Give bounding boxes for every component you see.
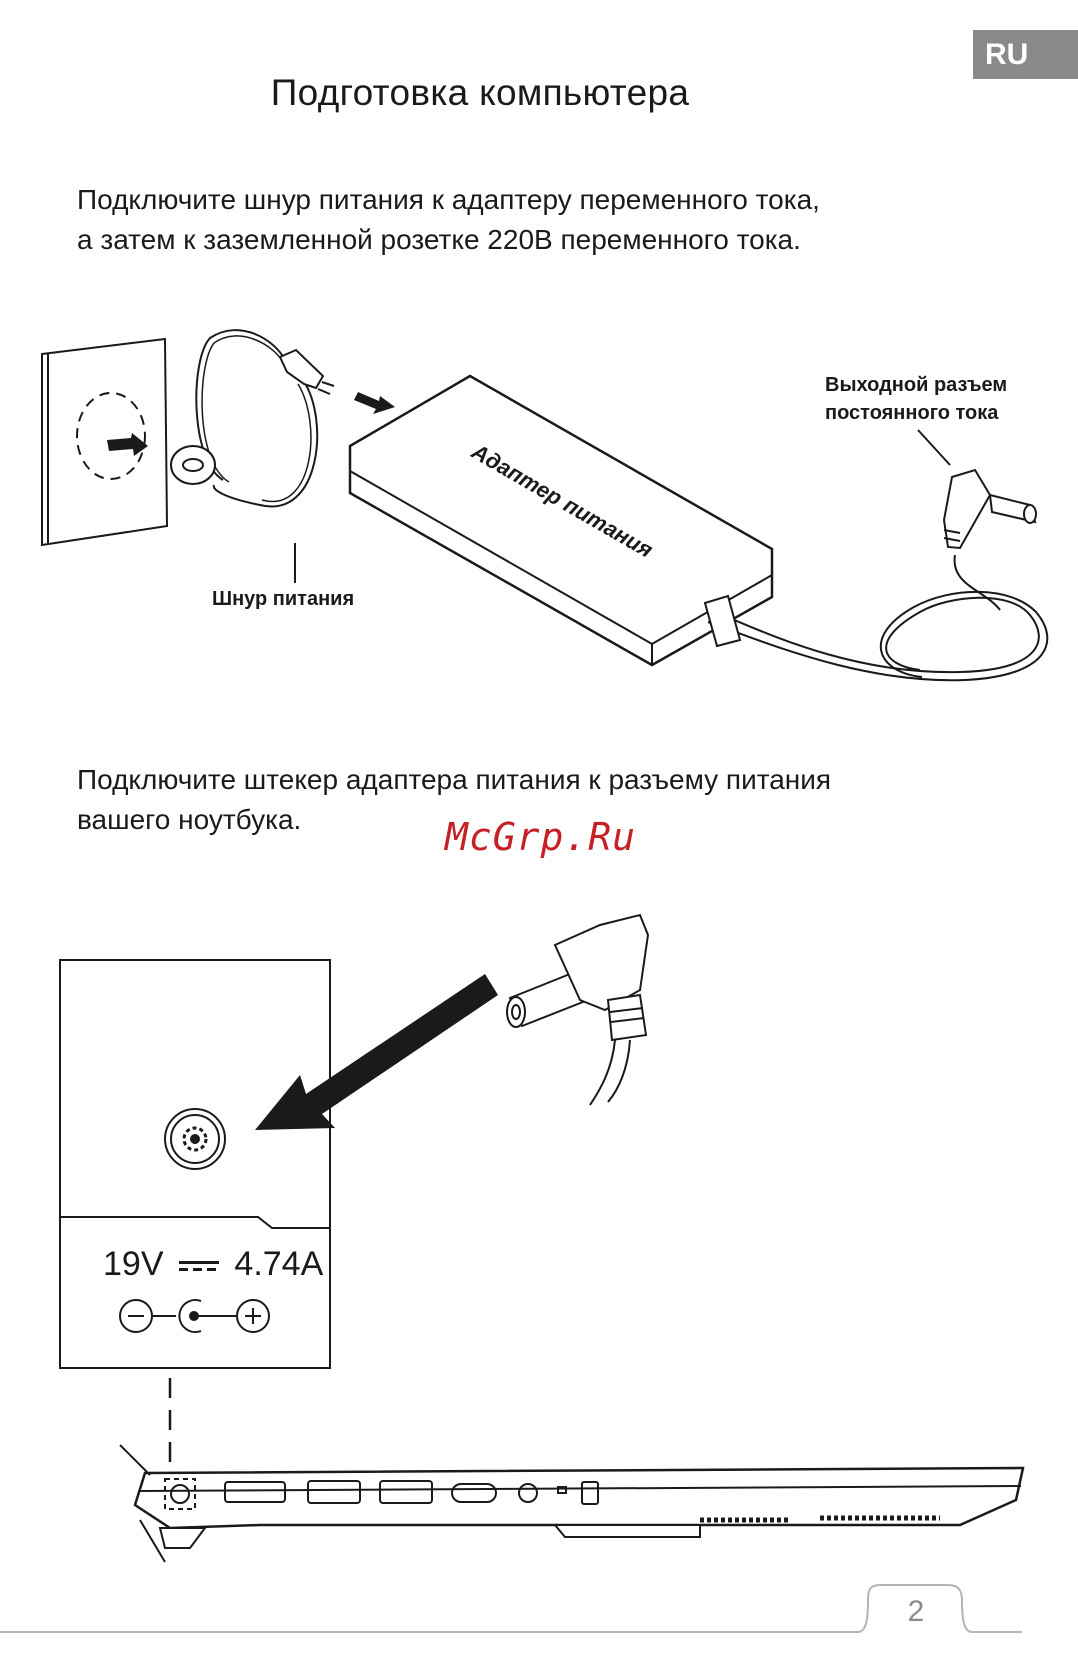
page-number: 2: [868, 1595, 964, 1629]
dc-symbol-icon: [179, 1261, 219, 1271]
current-value: 4.74A: [234, 1245, 323, 1283]
power-rating: 19V 4.74A: [103, 1245, 323, 1284]
laptop-side-profile: [120, 1445, 1023, 1562]
voltage-value: 19V: [103, 1245, 164, 1283]
dc-plug: [507, 915, 648, 1105]
